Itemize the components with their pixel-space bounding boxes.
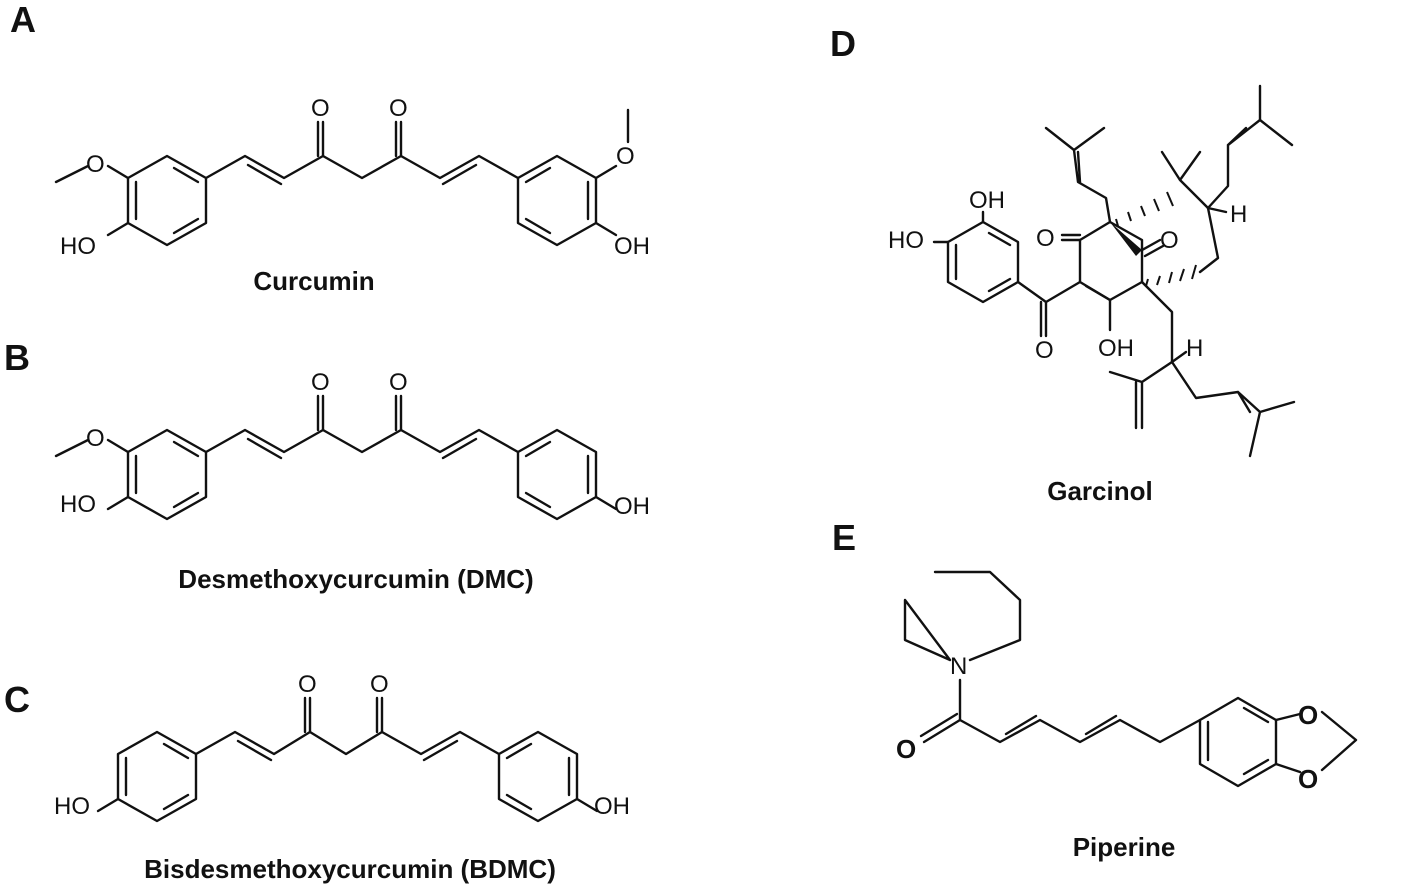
dmc-structure: O HO O O OH (54, 369, 650, 521)
atom-o-keto-1: O (311, 369, 330, 396)
curcumin-structure: O HO O O O OH (54, 95, 650, 260)
atom-ho-left: HO (888, 227, 924, 254)
atom-oh-right: OH (614, 233, 650, 260)
bdmc-structure: HO O O OH (54, 671, 630, 823)
panel-letter-d: D (830, 23, 856, 64)
atom-o-keto-2: O (370, 671, 389, 698)
panel-e: E N O O O Piperine (832, 517, 1358, 862)
panel-d: D OH HO O O OH O (830, 23, 1296, 506)
atom-o-keto-2: O (389, 369, 408, 396)
atom-o-methoxy-left: O (86, 151, 105, 178)
atom-o-ketone-2: O (1160, 227, 1179, 254)
atom-o-ketone-1: O (1036, 225, 1055, 252)
atom-oh-enol: OH (1098, 335, 1134, 362)
caption-bdmc: Bisdesmethoxycurcumin (BDMC) (144, 854, 556, 884)
panel-letter-c: C (4, 679, 30, 720)
caption-garcinol: Garcinol (1047, 476, 1152, 506)
panel-c: C HO O O OH Bisdesmethoxycurcumin (BDMC) (4, 671, 630, 884)
caption-dmc: Desmethoxycurcumin (DMC) (178, 564, 533, 594)
atom-o-carbonyl: O (896, 734, 916, 764)
atom-oh-top: OH (969, 187, 1005, 214)
atom-oh-right: OH (614, 493, 650, 520)
panel-letter-b: B (4, 337, 30, 378)
atom-h-top: H (1230, 201, 1247, 228)
atom-o-carbonyl: O (1035, 337, 1054, 364)
caption-piperine: Piperine (1073, 832, 1176, 862)
atom-o-keto-2: O (389, 95, 408, 122)
atom-ho-left: HO (60, 233, 96, 260)
atom-o-dioxole-2: O (1298, 764, 1318, 794)
garcinol-structure: OH HO O O OH O (888, 84, 1296, 458)
atom-o-methoxy-right: O (616, 143, 635, 170)
piperine-structure: N O O O (896, 570, 1358, 794)
atom-h-bottom: H (1186, 335, 1203, 362)
atom-n: N (950, 653, 967, 680)
atom-o-methoxy: O (86, 425, 105, 452)
atom-ho-left: HO (60, 491, 96, 518)
atom-o-dioxole-1: O (1298, 700, 1318, 730)
caption-curcumin: Curcumin (253, 266, 374, 296)
atom-oh-right: OH (594, 793, 630, 820)
panel-a: A O HO O O O OH C (10, 0, 650, 296)
panel-b: B O HO O O OH Desmethoxycurcumin (DMC) (4, 337, 650, 594)
atom-ho-left: HO (54, 793, 90, 820)
atom-o-keto-1: O (311, 95, 330, 122)
panel-letter-a: A (10, 0, 36, 40)
atom-o-keto-1: O (298, 671, 317, 698)
panel-letter-e: E (832, 517, 856, 558)
